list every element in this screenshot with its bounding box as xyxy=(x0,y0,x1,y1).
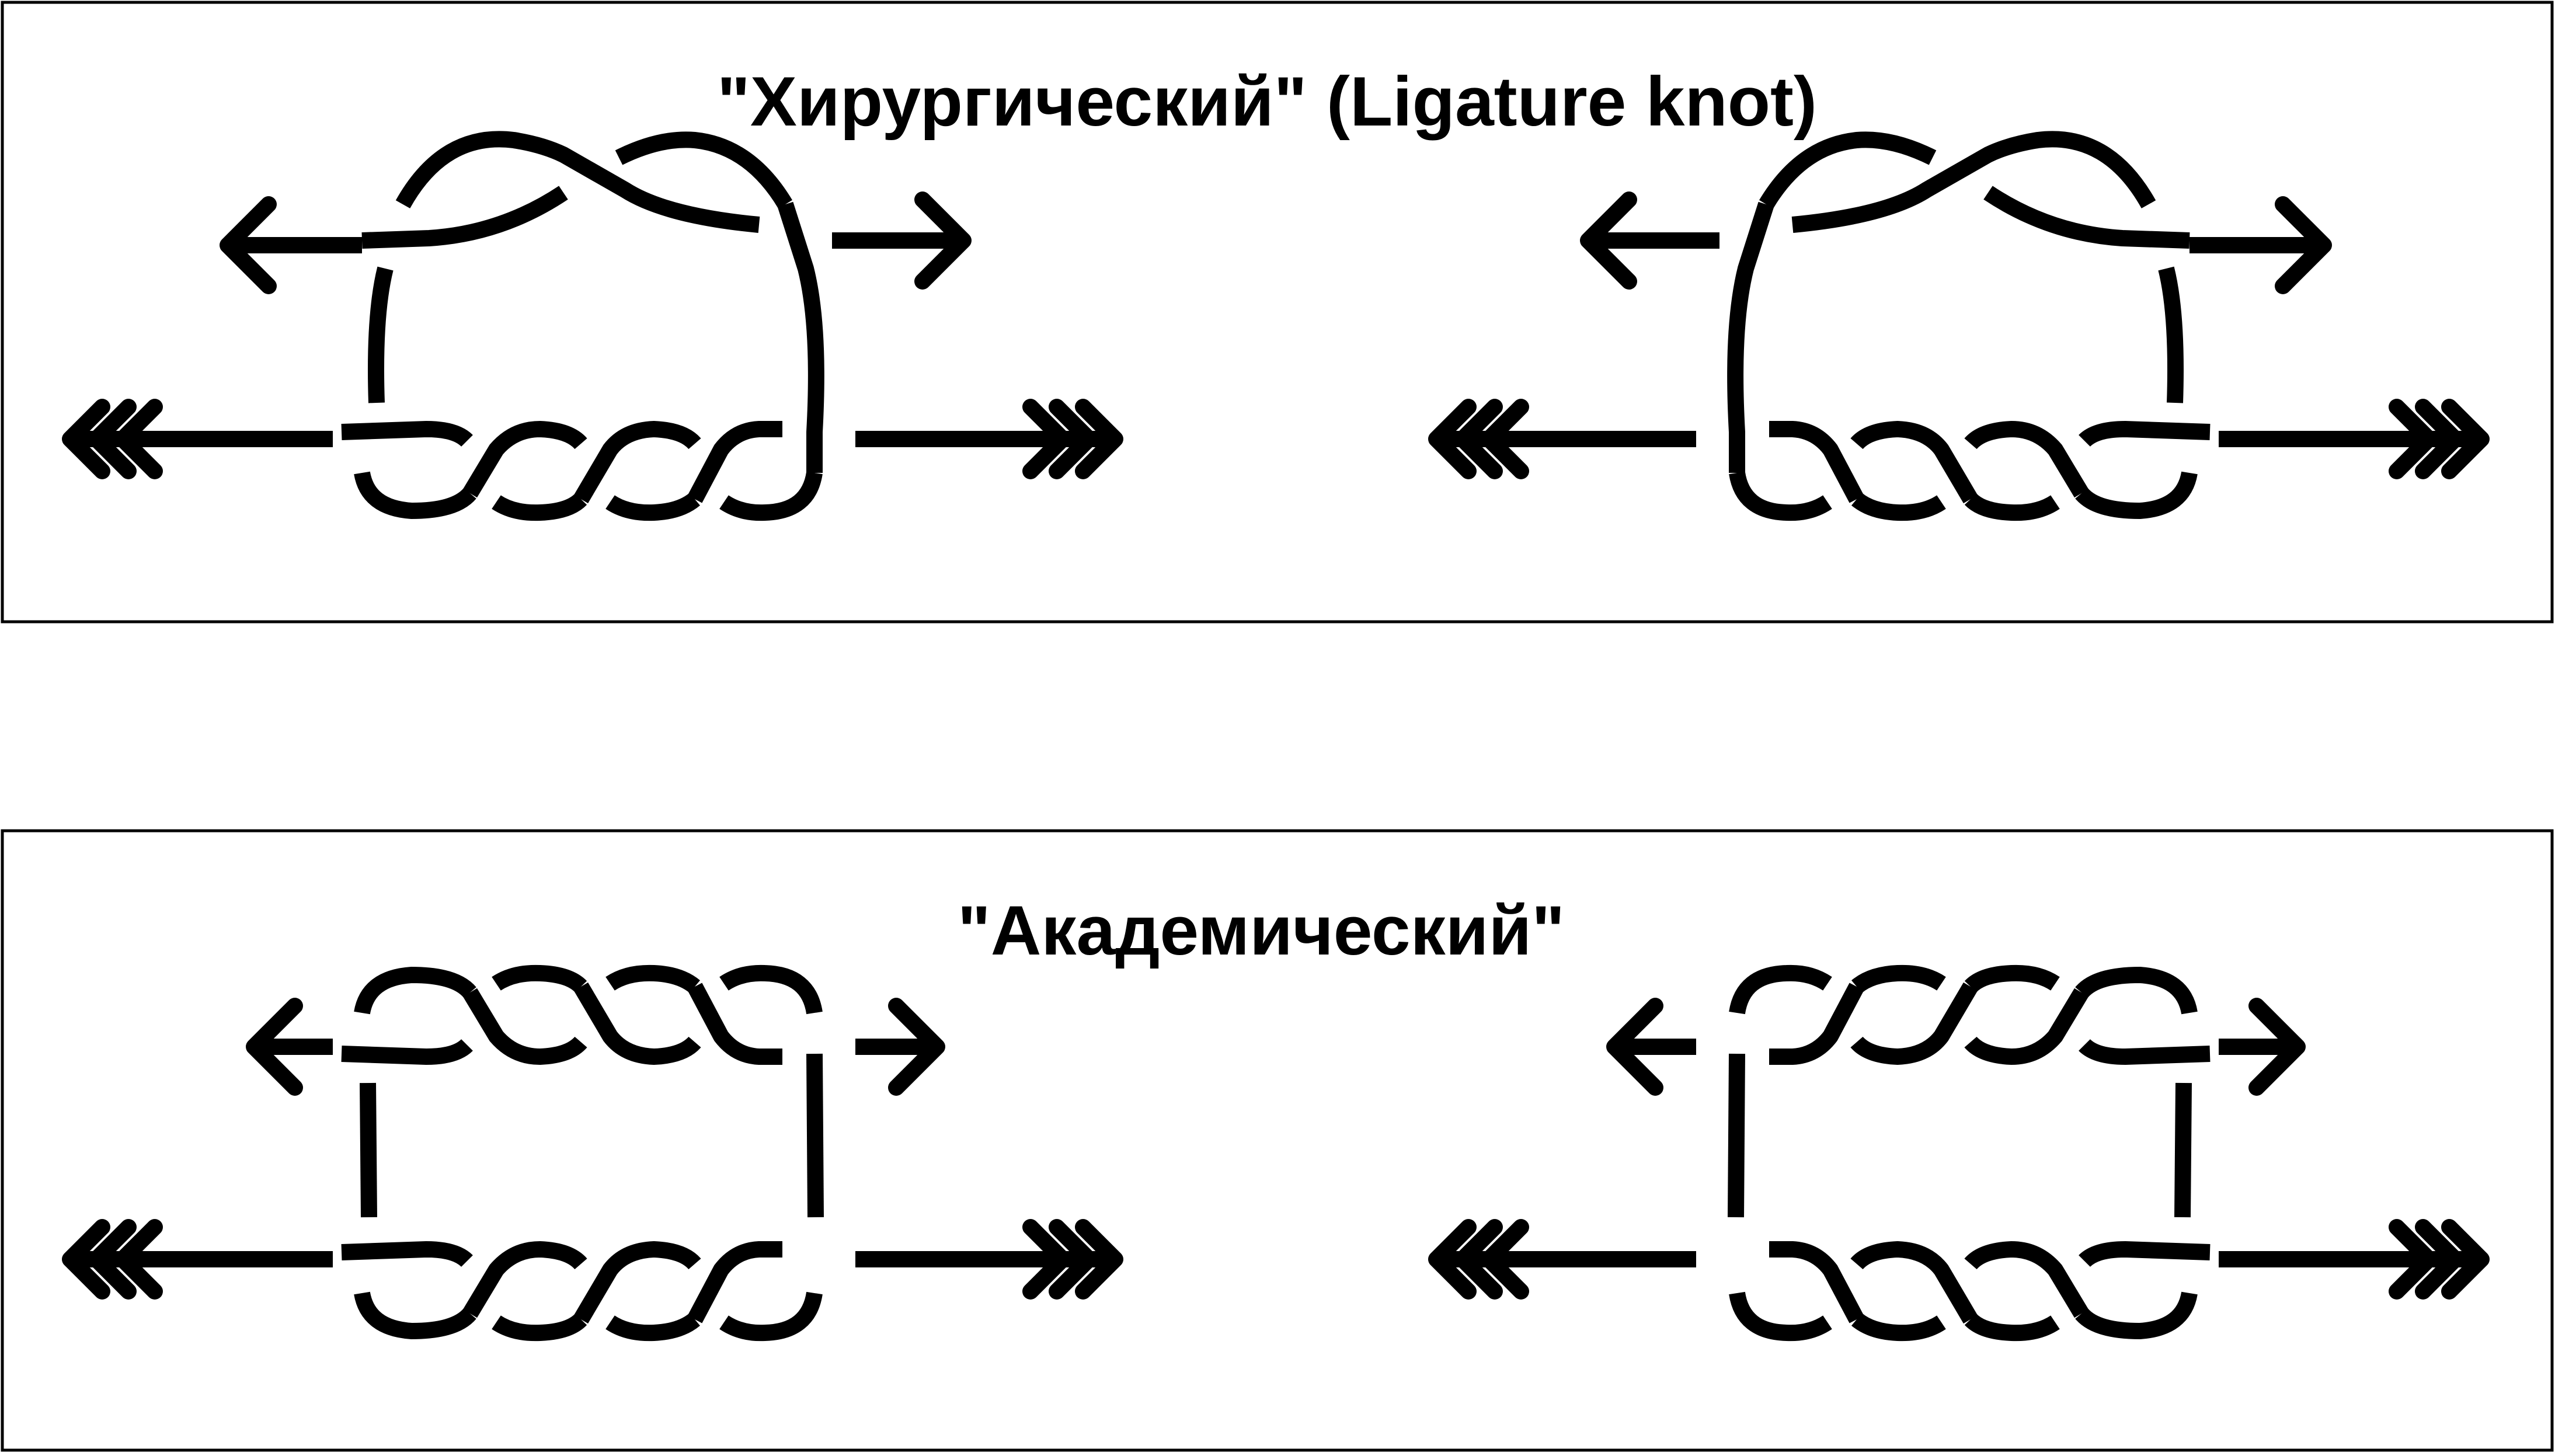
knot-left xyxy=(70,973,1115,1333)
strand-left-vertical xyxy=(360,1082,377,1218)
strand-top-arch xyxy=(615,131,793,209)
panel-academic-knot: "Академический" xyxy=(1,829,2554,1452)
strand-top-cross xyxy=(361,186,568,249)
knot-right xyxy=(1436,131,2481,513)
panel-frame xyxy=(1,829,2554,1452)
strand-right-down xyxy=(777,201,824,473)
panel-surgical-knot: "Хирургический" (Ligature knot) xyxy=(1,1,2554,623)
strand-left-down xyxy=(368,266,394,403)
knot-left xyxy=(70,131,1115,513)
twist-chain-bottom xyxy=(342,1249,814,1333)
panel-title: "Хирургический" (Ligature knot) xyxy=(717,62,1817,141)
strand-top-over xyxy=(395,131,760,233)
strand-right-vertical xyxy=(806,1053,824,1218)
panel-frame xyxy=(1,1,2554,623)
twist-chain-top xyxy=(342,973,814,1057)
knot-right xyxy=(1436,973,2481,1333)
twist-chain xyxy=(342,429,814,513)
panel-title: "Академический" xyxy=(958,891,1565,970)
